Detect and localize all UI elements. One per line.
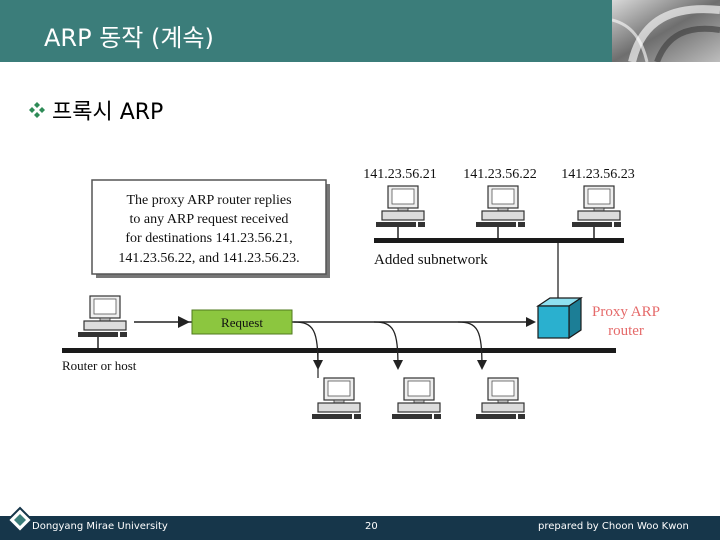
requesting-host-computer xyxy=(77,295,128,348)
ip-label-3: 141.23.56.23 xyxy=(561,167,635,182)
request-arrow-head-left xyxy=(178,316,190,328)
bullet-text: 프록시 ARP xyxy=(52,100,164,125)
callout-line-1: The proxy ARP router replies xyxy=(126,193,291,208)
footer-bar: Dongyang Mirae University 20 prepared by… xyxy=(0,516,720,540)
callout-line-3: for destinations 141.23.56.21, xyxy=(125,231,292,246)
lan-computer-1 xyxy=(311,353,362,420)
subnet-computer-3 xyxy=(571,185,622,240)
ip-label-2: 141.23.56.22 xyxy=(463,167,537,182)
broadcast-arrow-1 xyxy=(293,321,323,370)
added-subnetwork-bus xyxy=(374,238,624,243)
footer-logo-icon xyxy=(6,506,34,534)
diamond-bullet-icon xyxy=(29,102,45,118)
callout-line-4: 141.23.56.22, and 141.23.56.23. xyxy=(118,251,299,266)
footer-page-number: 20 xyxy=(365,521,378,532)
request-box xyxy=(191,309,293,335)
callout-line-2: to any ARP request received xyxy=(130,212,289,227)
subnet-computer-1 xyxy=(375,185,426,240)
header-decoration-image xyxy=(612,0,720,62)
router-label-line2: router xyxy=(608,323,644,339)
broadcast-arrow-2 xyxy=(373,321,403,370)
bullet-item: 프록시 ARP xyxy=(28,94,163,126)
host-label: Router or host xyxy=(62,358,137,373)
lan-computer-3 xyxy=(475,377,526,420)
ip-label-1: 141.23.56.21 xyxy=(363,167,437,182)
subnet-label: Added subnetwork xyxy=(374,252,488,268)
broadcast-arrow-3 xyxy=(457,321,487,370)
main-network-bus xyxy=(62,348,616,353)
subnet-computer-2 xyxy=(475,185,526,240)
callout-box: The proxy ARP router replies to any ARP … xyxy=(91,179,330,278)
router-label-line1: Proxy ARP xyxy=(592,304,660,320)
title-bar: ARP 동작 (계속) xyxy=(0,0,612,62)
proxy-arp-router-icon xyxy=(536,296,583,340)
footer-university: Dongyang Mirae University xyxy=(32,521,168,532)
page-title: ARP 동작 (계속) xyxy=(44,24,214,52)
footer-author: prepared by Choon Woo Kwon xyxy=(538,521,689,532)
lan-computer-2 xyxy=(391,377,442,420)
proxy-arp-diagram: The proxy ARP router replies to any ARP … xyxy=(62,167,660,420)
request-label: Request xyxy=(221,315,263,330)
